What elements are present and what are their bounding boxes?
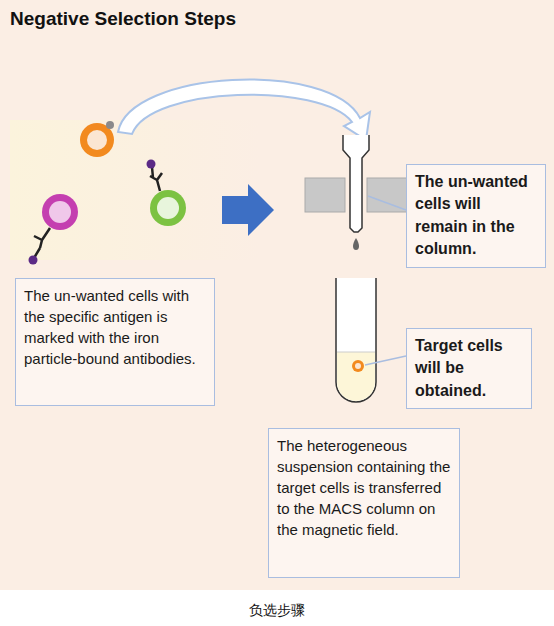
cell-nucleus (87, 130, 107, 150)
curved-arrow (118, 80, 370, 140)
cell (150, 190, 186, 226)
step-box: The un-wanted cells with the specific an… (15, 278, 215, 406)
callout-box: Target cells will be obtained. (406, 328, 532, 409)
antibody (150, 167, 162, 191)
liquid-surface (337, 352, 375, 353)
box-text: The heterogeneous suspension containing … (277, 435, 451, 540)
box-text: The un-wanted cells with the specific an… (24, 285, 206, 369)
cell-nucleus (49, 201, 71, 223)
test-tube (336, 278, 376, 402)
macs-column (343, 135, 369, 232)
iron-particle (29, 256, 38, 265)
magnet (367, 178, 407, 212)
cell-nucleus (355, 363, 361, 369)
liquid (337, 352, 375, 401)
figure-caption: 负选步骤 (0, 602, 554, 620)
cell-area (10, 120, 260, 260)
leader-line (365, 356, 406, 365)
magnet (305, 178, 345, 212)
antigen (106, 121, 114, 129)
iron-particle (147, 160, 156, 169)
box-text: The un-wanted cells will remain in the c… (415, 171, 537, 261)
box-text: Target cells will be obtained. (415, 335, 523, 402)
antibody (34, 228, 50, 258)
target-cell (352, 360, 364, 372)
drop (353, 238, 359, 250)
process-arrow (222, 184, 274, 236)
cell (42, 194, 78, 230)
callout-box: The un-wanted cells will remain in the c… (406, 164, 546, 268)
diagram-title: Negative Selection Steps (10, 8, 236, 30)
leader-line (368, 196, 406, 210)
cell-nucleus (157, 197, 179, 219)
step-box: The heterogeneous suspension containing … (268, 428, 460, 578)
